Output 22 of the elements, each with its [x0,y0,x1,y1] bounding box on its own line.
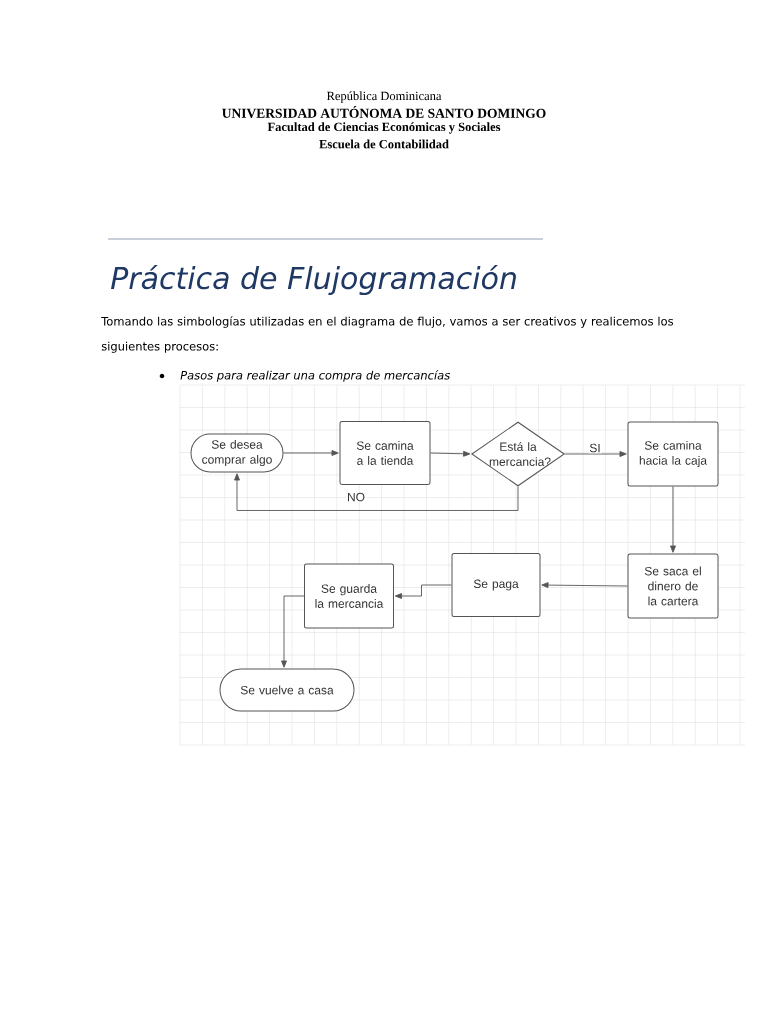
arrow [541,582,628,588]
arrow [394,584,452,599]
intro-paragraph: Tomando las simbologías utilizadas en el diagrama de flujo, vamos a ser creativos y realicemos los siguientes procesos: [101,316,674,353]
header-text: UNIVERSIDAD AUTÓNOMA DE SANTO DOMINGO [222,106,546,118]
title: Práctica de Flujogramación [111,264,516,296]
arrow [564,451,627,457]
process-box: Se camina hacia la caja [627,421,719,487]
edge-label: SI [588,442,602,454]
arrow [430,450,471,457]
arrow [281,595,305,668]
header-text: República Dominicana [326,91,442,103]
edge-label: NO [346,491,366,503]
header-text: Escuela de Contabilidad [319,139,449,149]
header-text: Facultad de Ciencias Económicas y Sociales [267,122,501,134]
arrow [283,450,339,456]
process-box: Se camina a la tienda [339,421,431,485]
bullet-text: Pasos para realizar una compra de mercancías [180,370,450,382]
arrow [670,486,676,553]
arrow [234,473,519,511]
process-box: Se paga [451,553,541,617]
process-box: Se guarda la mercancia [304,563,394,629]
process-box: Se saca el dinero de la cartera [627,553,719,619]
